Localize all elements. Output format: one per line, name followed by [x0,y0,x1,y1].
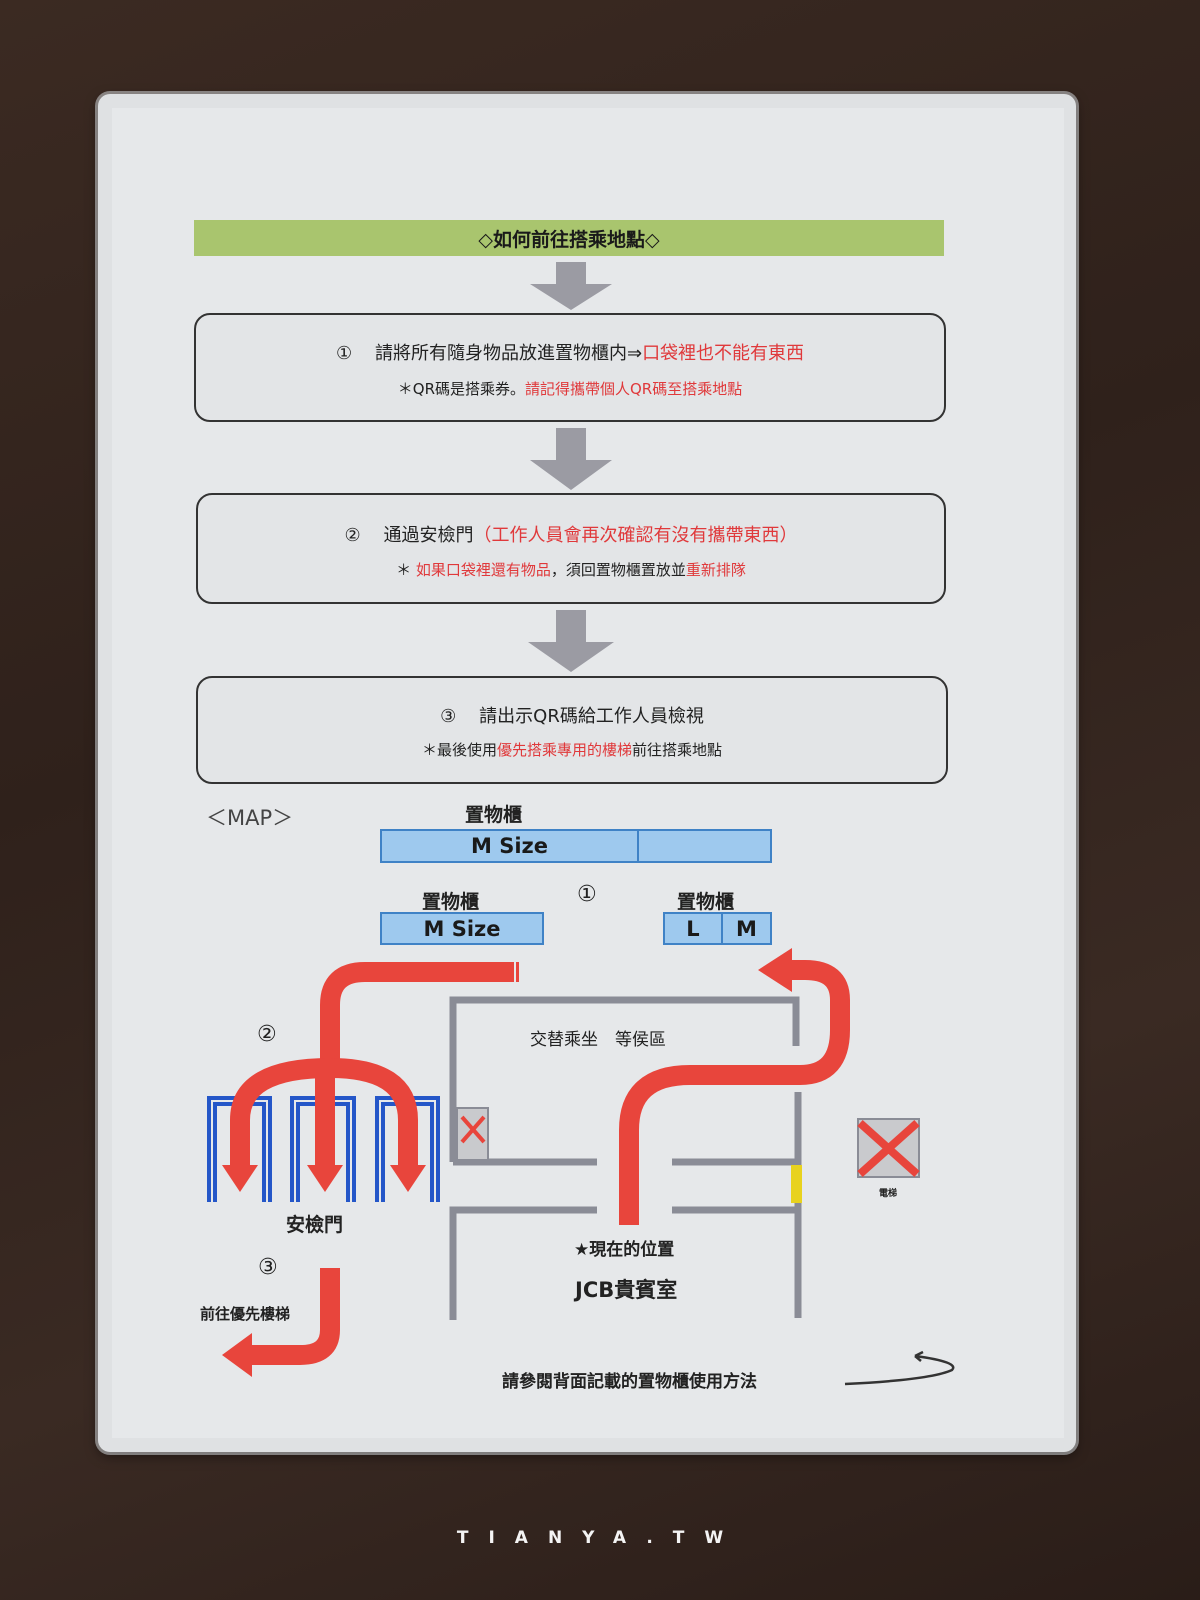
elevator-blocked-icon [857,1118,920,1178]
security-gate-label: 安檢門 [286,1214,344,1236]
lounge-label: JCB貴賓室 [575,1278,678,1302]
down-arrow-icon [528,610,614,672]
down-arrow-icon [530,428,612,490]
step-note-red-2: 重新排隊 [685,561,746,579]
walls [449,996,802,1320]
arrowheads [222,948,792,1377]
step-note: ＊最後使用 [421,741,497,759]
route-arrows [230,960,850,1365]
step-warning: 口袋裡也不能有東西 [642,343,805,364]
step-text: 請出示QR碼給工作人員檢視 [479,706,704,727]
step-2-box: ② 通過安檢門（工作人員會再次確認有沒有攜帶東西） ＊ 如果口袋裡還有物品，須回… [196,493,946,604]
step-note-red: 如果口袋裡還有物品 [415,561,551,579]
locker-size: M Size [423,916,501,941]
locker-right-label: 置物櫃 [677,891,735,913]
locker-size: L [686,916,700,941]
priority-stairs-label: 前往優先樓梯 [200,1305,291,1323]
step-note-red: 優先搭乘專用的樓梯 [496,741,632,759]
blocked-icon [456,1107,489,1161]
elevator-label: 電梯 [879,1189,898,1199]
locker-left-label: 置物櫃 [422,891,480,913]
step-1-box: ① 請將所有隨身物品放進置物櫃内⇒口袋裡也不能有東西 ＊QR碼是搭乘券。請記得攜… [194,313,946,422]
current-position-label: ★現在的位置 [574,1240,675,1260]
marker-2: ② [257,1022,277,1047]
locker-size: M [736,916,757,941]
step-warning: （工作人員會再次確認有沒有攜帶東西） [473,525,798,546]
step-note-suffix: 前往搭乘地點 [632,741,723,759]
step-text: 通過安檢門 [383,525,474,546]
marker-3: ③ [258,1255,278,1280]
locker-top-label: 置物櫃 [465,804,523,826]
down-arrow-icon [530,262,612,310]
step-number: ③ [440,706,457,727]
marker-1: ① [577,882,597,907]
arrow-tail-stripes [514,962,521,982]
watermark: TIANYA.TW [456,1528,744,1548]
turn-page-arrow-icon [844,1350,955,1386]
step-3-box: ③ 請出示QR碼給工作人員檢視 ＊最後使用優先搭乘專用的樓梯前往搭乘地點 [196,676,948,784]
map-heading: ＜MAP＞ [206,806,294,830]
locker-size: M Size [471,834,548,858]
step-number: ① [335,343,353,364]
locker-right-m: M [721,912,772,945]
locker-top-extra [637,829,772,863]
step-text: 請將所有隨身物品放進置物櫃内⇒ [374,343,643,364]
locker-left-m: M Size [380,912,544,945]
step-note-red: 請記得攜帶個人QR碼至搭乘地點 [525,380,743,398]
page-title: ◇如何前往搭乘地點◇ [194,220,944,256]
footer-note: 請參閱背面記載的置物櫃使用方法 [502,1372,757,1392]
locker-top-m: M Size [380,829,639,863]
yellow-door-marker [791,1165,802,1203]
step-note: ＊QR碼是搭乘券。 [397,380,525,398]
locker-right-l: L [663,912,723,945]
step-note-mid: ，須回置物櫃置放並 [550,561,686,579]
step-number: ② [344,525,361,546]
step-note: ＊ [396,561,416,579]
waiting-area-label: 交替乘坐 等侯區 [530,1030,666,1050]
